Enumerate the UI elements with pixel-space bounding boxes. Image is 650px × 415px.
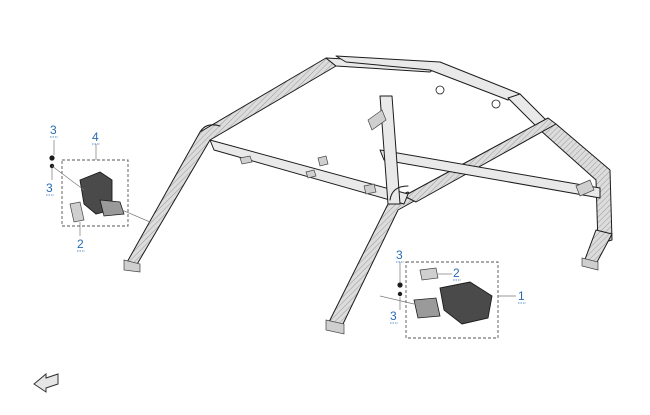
right-b-pillar bbox=[403, 117, 557, 203]
callout-right-1: 1 bbox=[518, 289, 525, 303]
callout-left-4: 4 bbox=[92, 130, 99, 144]
right-screw-mid bbox=[397, 291, 403, 297]
callout-right-top-3: 3 bbox=[396, 248, 403, 262]
right-front-foot bbox=[325, 319, 345, 335]
callout-left-2: 2 bbox=[77, 237, 84, 251]
left-screw-top bbox=[49, 155, 55, 161]
callout-left-mid-3: 3 bbox=[46, 181, 53, 195]
right-screw-top bbox=[397, 282, 403, 288]
rear-cross-bar bbox=[379, 149, 601, 199]
right-mirror-pad bbox=[419, 267, 439, 281]
cross-bracket-1 bbox=[239, 155, 253, 165]
right-lower-bend bbox=[389, 185, 409, 201]
left-mirror-mount bbox=[99, 199, 125, 217]
right-mirror-assembly: 3 2 1 3 bbox=[379, 248, 526, 339]
right-dash-box bbox=[405, 261, 499, 339]
roof-mount-2 bbox=[491, 99, 501, 109]
roof-bracket-right bbox=[575, 179, 595, 197]
roof-rail-top bbox=[335, 55, 521, 101]
left-dash-box bbox=[61, 159, 129, 227]
leader-left-screw bbox=[51, 165, 85, 191]
cross-bracket-3 bbox=[305, 169, 317, 179]
left-foot bbox=[123, 259, 141, 273]
cross-bracket-2 bbox=[317, 155, 329, 167]
left-mirror-pad bbox=[69, 201, 85, 223]
right-front-pillar bbox=[327, 191, 417, 327]
callout-left-top-3: 3 bbox=[50, 123, 57, 137]
right-mirror-housing bbox=[439, 281, 493, 325]
roof-bracket-left bbox=[367, 109, 387, 131]
left-corner-bend bbox=[199, 124, 221, 133]
rear-foot bbox=[581, 257, 599, 271]
left-front-pillar bbox=[125, 57, 337, 267]
rear-right-lower bbox=[583, 229, 613, 265]
cross-bracket-4 bbox=[363, 183, 377, 195]
center-rear-post bbox=[379, 95, 401, 205]
left-mirror-assembly: 3 3 4 2 bbox=[46, 123, 151, 252]
left-assembly-link bbox=[121, 209, 151, 223]
right-mirror-mount bbox=[413, 297, 441, 319]
right-assembly-link bbox=[379, 295, 415, 305]
roof-mount-1 bbox=[435, 85, 445, 95]
roll-cage-frame bbox=[123, 55, 613, 335]
arrow-left-icon[interactable] bbox=[33, 372, 59, 393]
callout-right-bottom-3: 3 bbox=[390, 309, 397, 323]
callout-right-2: 2 bbox=[453, 266, 460, 280]
